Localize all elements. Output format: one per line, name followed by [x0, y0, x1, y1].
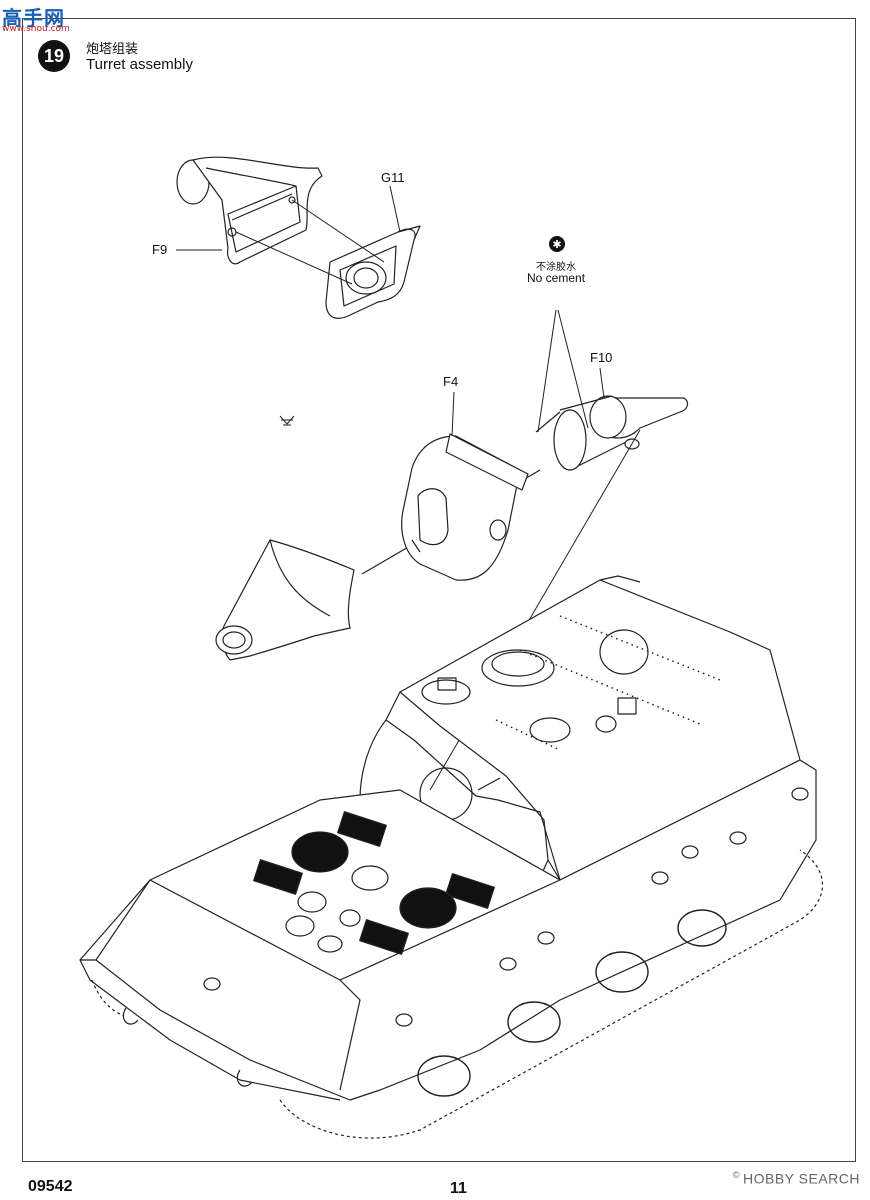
hobby-search-watermark: ©HOBBY SEARCH [733, 1170, 860, 1187]
mantlet-g11-drawing [325, 225, 421, 319]
watermark-text: HOBBY SEARCH [743, 1170, 860, 1187]
mantlet-f9-drawing [176, 156, 323, 265]
page-frame [22, 18, 856, 1162]
step-number-badge: 19 [38, 40, 70, 72]
copyright-icon: © [732, 1170, 740, 1180]
site-logo-url: www.shou.com [2, 24, 70, 34]
site-logo-text: 高手网 [2, 6, 65, 30]
kit-number: 09542 [28, 1178, 73, 1195]
barrel-f10-drawing [361, 395, 689, 575]
gun-mount-f4-drawing [401, 433, 529, 581]
assembly-arrows-top [176, 185, 401, 285]
hull-drawing [79, 575, 823, 1139]
no-cement-label-chinese: 不涂胶水 [536, 262, 576, 273]
step-title-chinese: 炮塔组装 [86, 42, 139, 57]
no-cement-label-english: No cement [527, 271, 586, 285]
part-label-f4: F4 [443, 374, 459, 389]
part-label-f9: F9 [152, 242, 168, 257]
muzzle-brake-drawing [215, 539, 355, 661]
part-label-g11: G11 [381, 170, 405, 185]
site-logo: 高手网 www.shou.com [0, 0, 78, 34]
page-number: 11 [450, 1180, 467, 1197]
step-title-english: Turret assembly [86, 56, 193, 73]
no-cement-icon: ✱ [549, 236, 565, 252]
part-label-f10: F10 [590, 350, 613, 365]
